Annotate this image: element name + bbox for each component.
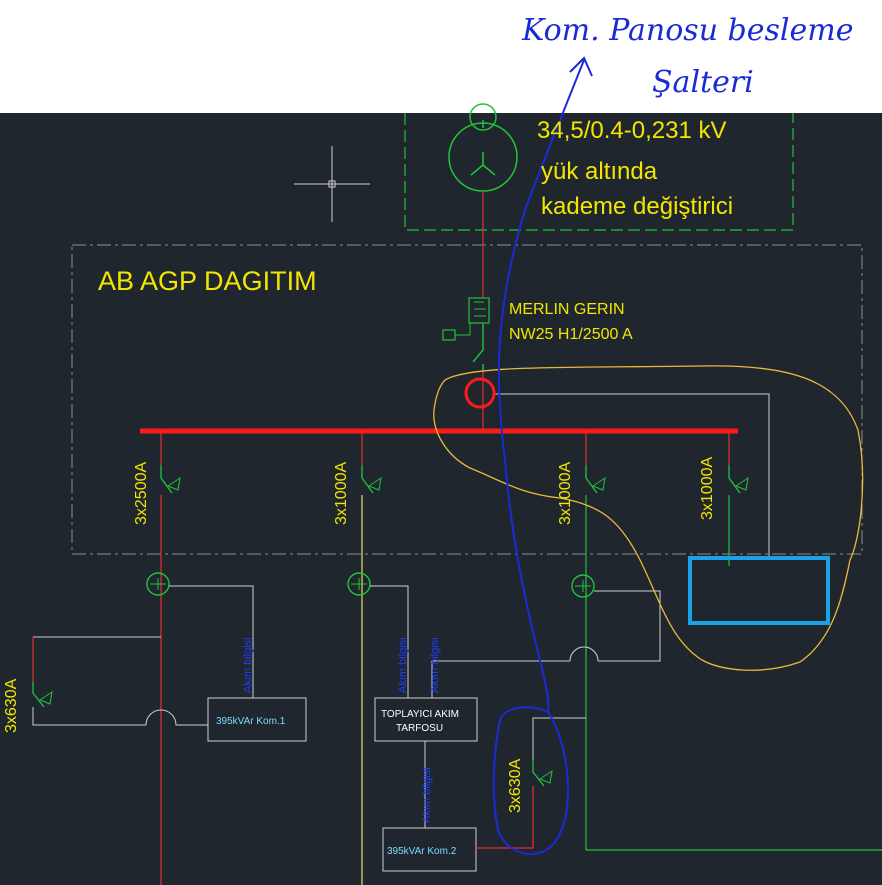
arrow-head	[569, 56, 593, 77]
current-transformer-3	[431, 574, 661, 698]
feeder-4	[728, 431, 749, 566]
current-transformer-2	[347, 572, 409, 698]
feeder-4-rating: 3x1000A	[699, 457, 716, 520]
transformer-line3: kademe değiştirici	[541, 193, 733, 220]
annotation-line2: Şalteri	[652, 65, 754, 100]
transformer-rating: 34,5/0.4-0,231 kV	[537, 117, 726, 144]
ct-label-4: Akım bilgisi	[421, 767, 433, 823]
left-branch-rating: 3x630A	[3, 678, 20, 733]
panel-border	[71, 244, 863, 555]
main-breaker-line2: NW25 H1/2500 A	[509, 326, 633, 343]
summing-ct-box	[374, 697, 478, 742]
ct-label-3: Akım bilgisi	[429, 637, 441, 693]
transformer-enclosure	[404, 113, 794, 231]
comp2-label: 395kVAr Kom.2	[387, 846, 457, 857]
freehand-highlight-outline	[433, 365, 864, 671]
highlight-box	[688, 556, 830, 625]
summing-ct-line2: TARFOSU	[396, 723, 443, 734]
transformer-line2: yük altında	[541, 158, 658, 185]
comp2-box	[382, 827, 477, 872]
feeder-2	[361, 431, 382, 885]
annotation-line1: Kom. Panosu besleme	[521, 13, 853, 48]
feeder-3-rating: 3x1000A	[557, 462, 574, 525]
right-branch	[476, 717, 586, 849]
ct-label-1: Akım bilgisi	[242, 637, 254, 693]
feeder-3	[585, 431, 882, 851]
panel-title: AB AGP DAGITIM	[98, 266, 317, 296]
handwritten-arrow	[492, 59, 585, 855]
feeder-2-rating: 3x1000A	[333, 462, 350, 525]
right-branch-rating: 3x630A	[507, 758, 524, 813]
feeder-1-rating: 3x2500A	[133, 462, 150, 525]
main-breaker-line1: MERLIN GERIN	[509, 301, 625, 318]
comp1-box	[207, 697, 307, 742]
breaker-highlight-circle	[464, 377, 496, 409]
feeder-1	[160, 431, 181, 885]
cad-background	[0, 113, 882, 885]
left-branch	[32, 636, 208, 726]
summing-ct-line1: TOPLAYICI AKIM	[381, 709, 459, 720]
current-transformer-1	[146, 572, 254, 698]
comp1-label: 395kVAr Kom.1	[216, 716, 286, 727]
ct-label-2: Akım bilgisi	[397, 637, 409, 693]
cad-crosshair	[294, 146, 370, 222]
highlight-link	[493, 393, 770, 556]
